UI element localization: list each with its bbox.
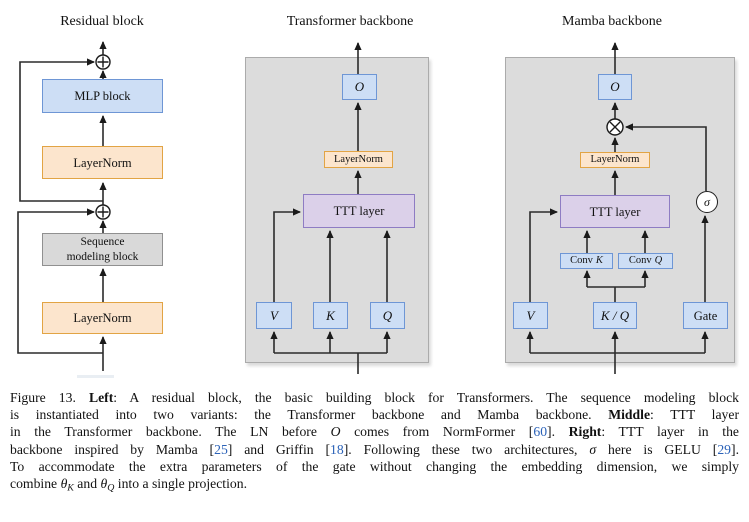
kq-projection-node: K / Q — [593, 302, 637, 329]
layernorm-bottom-node: LayerNorm — [42, 302, 163, 334]
v-label: V — [270, 307, 278, 323]
citation-link[interactable]: 29 — [717, 441, 732, 457]
caption-text: Left — [88, 390, 114, 405]
conv-q-symbol: Q — [654, 255, 663, 266]
ttt-layer-label: TTT layer — [589, 204, 641, 219]
sequence-modeling-label: Sequence modeling block — [67, 235, 139, 264]
conv-prefix: Conv — [570, 255, 593, 266]
conv-prefix: Conv — [628, 255, 652, 266]
caption-text: To accommodate the extra parameters of t… — [10, 458, 739, 474]
multiply-icon — [606, 118, 624, 136]
ttt-layer-node: TTT layer — [303, 194, 415, 228]
caption-text: Figure 13. — [10, 390, 89, 405]
gelu-sigma-node: σ — [696, 191, 718, 213]
sequence-modeling-block-node: Sequence modeling block — [42, 233, 163, 266]
add-icon — [95, 54, 111, 70]
caption-text: : A residual block, the basic building b… — [113, 390, 739, 405]
gate-node: Gate — [683, 302, 728, 329]
gate-label: Gate — [693, 308, 718, 323]
caption-text: backbone inspired by Mamba [ — [10, 441, 215, 457]
sequence-label-line1: Sequence — [80, 236, 125, 248]
kq-label: K / Q — [600, 307, 630, 323]
o-label: O — [610, 79, 620, 94]
caption-text: : TTT layer — [650, 407, 740, 423]
middle-diagram-title: Transformer backbone — [286, 14, 414, 29]
add-icon — [95, 204, 111, 220]
caption-line: Figure 13. Left: A residual block, the b… — [10, 389, 739, 406]
caption-line: is instantiated into two variants: the T… — [10, 406, 739, 423]
caption-text: ]. Following these two architectures, — [343, 441, 590, 457]
caption-text: σ — [589, 441, 597, 457]
caption-text: and — [73, 476, 101, 492]
citation-link[interactable]: 18 — [330, 441, 344, 457]
caption-text: K — [67, 482, 74, 494]
caption-text: ] and Griffin [ — [227, 441, 331, 457]
caption-text: Middle — [608, 407, 651, 423]
caption-text: θ — [100, 476, 108, 492]
caption-text: ]. — [547, 424, 569, 440]
layernorm-node: LayerNorm — [324, 151, 393, 168]
cropped-box-remnant — [77, 375, 114, 378]
v-label: V — [526, 307, 535, 323]
v-projection-node: V — [513, 302, 548, 329]
k-projection-node: K — [313, 302, 348, 329]
output-projection-node: O — [342, 74, 377, 100]
right-diagram-title: Mamba backbone — [562, 14, 662, 29]
caption-text: is instantiated into two variants: the T… — [10, 407, 609, 423]
mlp-block-node: MLP block — [42, 79, 163, 113]
mlp-block-label: MLP block — [74, 89, 131, 103]
output-projection-node: O — [598, 74, 632, 100]
layernorm-node: LayerNorm — [580, 152, 650, 168]
sigma-label: σ — [704, 194, 710, 209]
q-label: Q — [382, 307, 393, 323]
figure-caption: Figure 13. Left: A residual block, the b… — [10, 389, 739, 497]
caption-text: in the Transformer backbone. The LN befo… — [10, 424, 331, 440]
layernorm-label: LayerNorm — [73, 311, 132, 325]
caption-text: Q — [107, 482, 115, 494]
caption-text: comes from NormFormer [ — [340, 424, 534, 440]
sequence-label-line2: modeling block — [66, 250, 139, 263]
caption-text: Right — [568, 424, 602, 440]
caption-text: θ — [60, 476, 68, 492]
caption-line: in the Transformer backbone. The LN befo… — [10, 423, 739, 440]
connector-lines — [17, 41, 709, 374]
caption-line: backbone inspired by Mamba [25] and Grif… — [10, 441, 739, 458]
left-diagram-title: Residual block — [60, 14, 144, 29]
caption-text: : TTT layer in the — [601, 424, 739, 440]
k-label: K — [326, 307, 335, 323]
caption-text: here is GELU [ — [596, 441, 718, 457]
citation-link[interactable]: 25 — [214, 441, 228, 457]
caption-line: combine θK and θQ into a single projecti… — [10, 475, 739, 497]
layernorm-label: LayerNorm — [73, 155, 132, 170]
o-label: O — [354, 79, 365, 94]
layernorm-top-node: LayerNorm — [42, 146, 163, 179]
layernorm-label: LayerNorm — [334, 153, 383, 165]
caption-line: To accommodate the extra parameters of t… — [10, 458, 739, 475]
caption-text: ]. — [731, 441, 739, 457]
citation-link[interactable]: 60 — [533, 424, 548, 440]
caption-text: into a single projection. — [114, 476, 248, 492]
layernorm-label: LayerNorm — [590, 154, 640, 165]
ttt-layer-label: TTT layer — [333, 204, 385, 218]
caption-text: combine — [10, 476, 61, 492]
v-projection-node: V — [256, 302, 292, 329]
ttt-layer-node: TTT layer — [560, 195, 670, 228]
conv-k-symbol: K — [595, 255, 603, 266]
caption-text: O — [330, 424, 341, 440]
q-projection-node: Q — [370, 302, 405, 329]
